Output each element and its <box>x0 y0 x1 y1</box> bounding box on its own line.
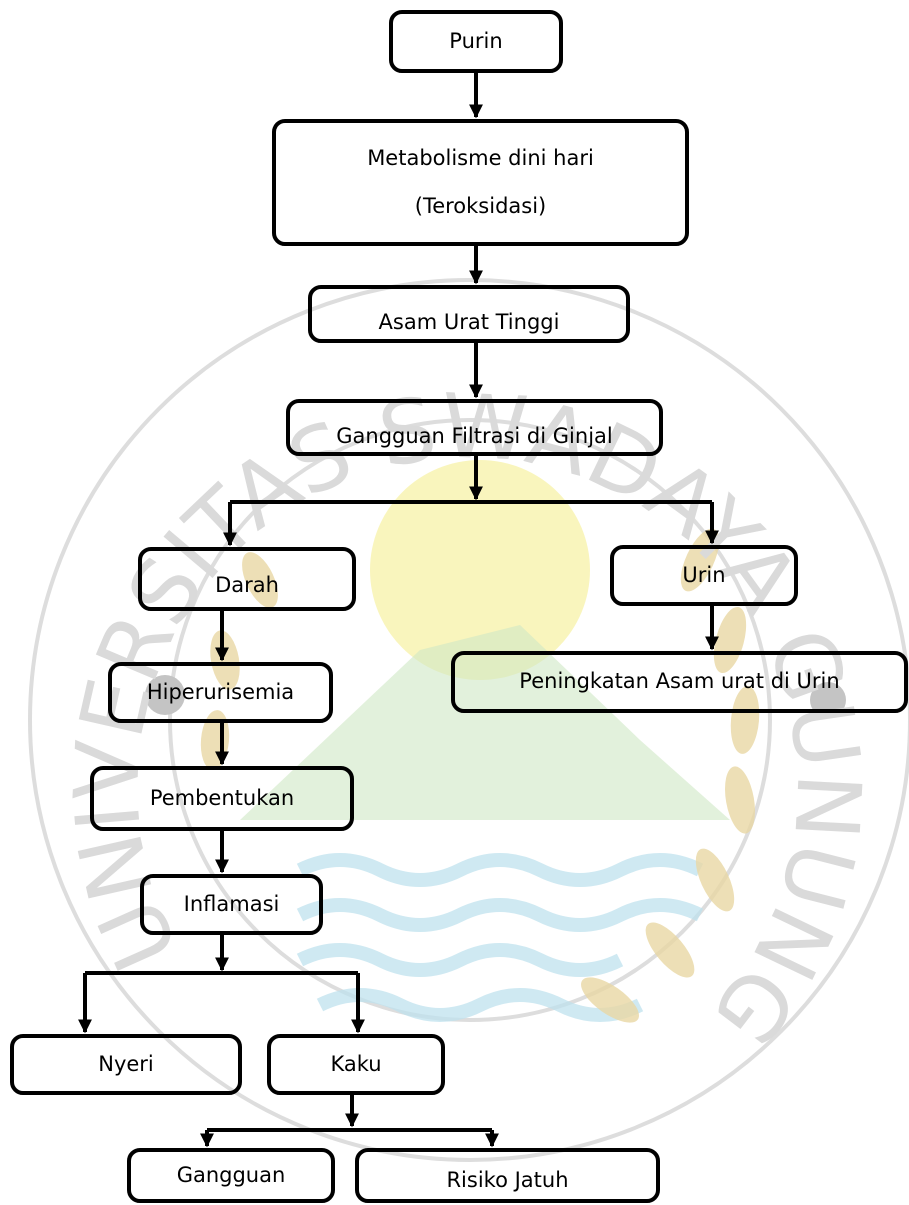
node-label-line2: (Teroksidasi) <box>414 193 547 218</box>
node-label: Urin <box>682 562 726 587</box>
node-label: Purin <box>449 28 503 53</box>
node-label: Inflamasi <box>183 891 280 916</box>
node-gangguan: Gangguan <box>127 1148 335 1203</box>
node-label: Asam Urat Tinggi <box>378 310 560 335</box>
node-label: Hiperurisemia <box>146 679 295 704</box>
node-label: Nyeri <box>98 1051 154 1076</box>
node-inflamasi: Inflamasi <box>140 874 323 935</box>
node-label: Pembentukan <box>149 785 295 810</box>
node-label: Gangguan Filtrasi di Ginjal <box>336 423 613 448</box>
node-darah: Darah <box>138 547 356 611</box>
node-label: Kaku <box>330 1051 382 1076</box>
node-pembentukan: Pembentukan <box>90 766 354 831</box>
node-risiko-jatuh: Risiko Jatuh <box>355 1148 660 1203</box>
node-label: Risiko Jatuh <box>446 1167 569 1192</box>
node-label: Peningkatan Asam urat di Urin <box>519 669 840 694</box>
node-kaku: Kaku <box>267 1034 445 1095</box>
node-nyeri: Nyeri <box>10 1034 242 1095</box>
seal-wreath <box>200 528 760 1023</box>
node-purin: Purin <box>389 10 563 73</box>
node-label: Gangguan <box>176 1162 286 1187</box>
node-asam-urat-tinggi: Asam Urat Tinggi <box>308 285 630 343</box>
seal-mountain <box>240 625 730 820</box>
node-label: Darah <box>215 573 279 598</box>
node-gangguan-filtrasi: Gangguan Filtrasi di Ginjal <box>286 399 663 456</box>
seal-waves <box>296 853 704 1022</box>
seal-sun <box>370 460 590 680</box>
node-hiperurisemia: Hiperurisemia <box>108 662 333 723</box>
node-peningkatan-asam-urat: Peningkatan Asam urat di Urin <box>451 651 908 713</box>
node-urin: Urin <box>610 545 798 606</box>
node-metabolisme: Metabolisme dini hari (Teroksidasi) <box>272 119 689 246</box>
node-label-line1: Metabolisme dini hari <box>367 146 594 171</box>
